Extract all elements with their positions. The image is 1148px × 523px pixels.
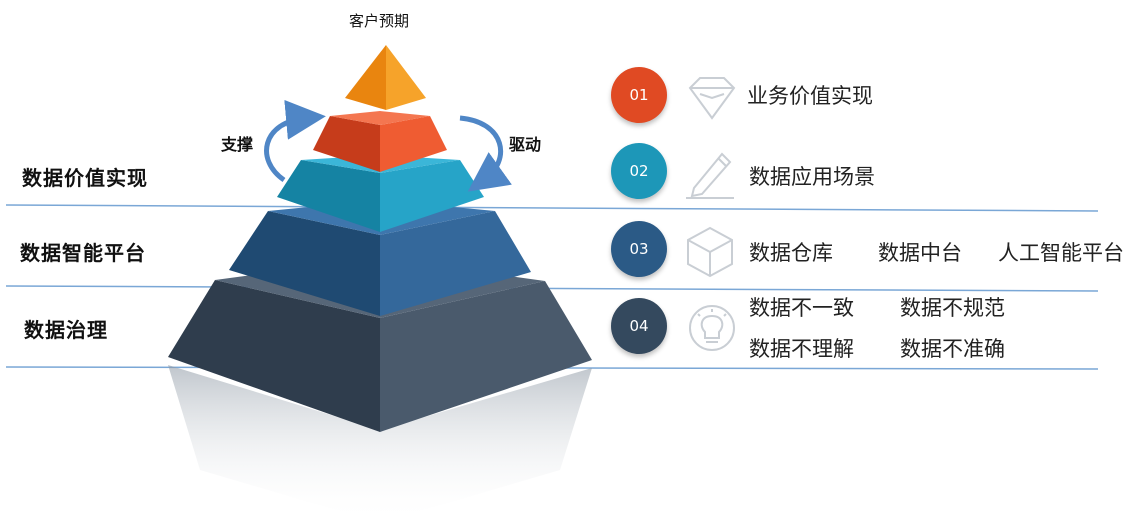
pencil-icon xyxy=(686,152,734,199)
customer-expectation-label: 客户预期 xyxy=(349,12,410,30)
diamond-icon xyxy=(688,77,736,120)
item-03-text-1: 数据仓库 xyxy=(749,241,833,265)
drive-arrow xyxy=(459,115,512,192)
item-01-text: 业务价值实现 xyxy=(747,84,873,108)
item-03-text-2: 数据中台 xyxy=(878,241,962,265)
item-04-text-2: 数据不规范 xyxy=(900,296,1005,320)
cube-icon xyxy=(687,226,733,278)
pyramid-tier-1 xyxy=(345,45,426,110)
item-03-text-3: 人工智能平台 xyxy=(998,241,1124,265)
badge-01: 01 xyxy=(611,67,667,123)
item-04-text-4: 数据不准确 xyxy=(900,337,1005,361)
badge-04: 04 xyxy=(611,298,667,354)
level-label-governance: 数据治理 xyxy=(24,318,108,342)
support-arrow xyxy=(264,99,326,183)
badge-03: 03 xyxy=(611,221,667,277)
level-label-platform: 数据智能平台 xyxy=(20,241,146,265)
lightbulb-icon xyxy=(689,305,735,351)
separator-line xyxy=(5,204,1099,212)
level-label-value: 数据价值实现 xyxy=(22,166,148,190)
drive-label: 驱动 xyxy=(509,135,542,154)
item-04-text-3: 数据不理解 xyxy=(749,337,854,361)
item-02-text: 数据应用场景 xyxy=(749,165,875,189)
item-04-text-1: 数据不一致 xyxy=(749,296,854,320)
pyramid-tier-2 xyxy=(313,111,447,172)
pyramid-reflection xyxy=(168,365,592,523)
support-label: 支撑 xyxy=(221,135,254,154)
separator-line xyxy=(5,285,1099,292)
badge-02: 02 xyxy=(611,143,667,199)
